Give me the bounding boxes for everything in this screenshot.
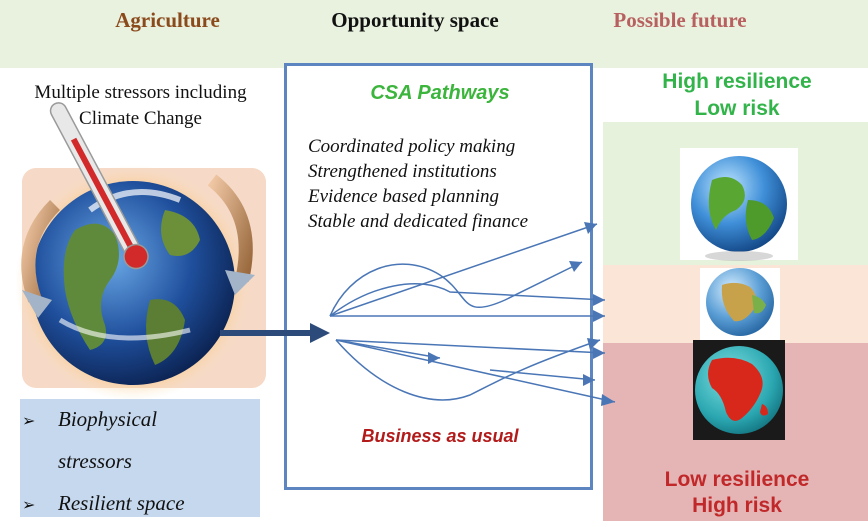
future-globes xyxy=(680,148,798,440)
future-top-line2: Low risk xyxy=(694,97,780,120)
globe-landmass xyxy=(708,357,763,421)
earth-landmass xyxy=(146,299,185,365)
future-bottom-line1: Low resilience xyxy=(664,468,810,491)
circular-arrow-right-icon xyxy=(207,174,253,282)
pathway-arrowhead-icon xyxy=(593,347,605,359)
globe-shadow xyxy=(705,251,773,261)
stressors-item1-text-cont: stressors xyxy=(58,449,132,473)
pathway-line xyxy=(335,339,601,401)
pathway-arrowhead-icon xyxy=(587,338,600,350)
stressors-list-item-1-cont: stressors xyxy=(22,440,262,482)
stressors-item1-text: Biophysical xyxy=(58,407,158,431)
csa-pathways-title: CSA Pathways xyxy=(370,82,510,104)
csa-pathways-list: Coordinated policy making Strengthened i… xyxy=(308,134,598,234)
stressors-list-item-1: ➢ Biophysical xyxy=(22,398,262,440)
globe-landmass xyxy=(708,176,745,230)
stressors-item2-text: Resilient space xyxy=(58,491,185,515)
future-top-line1: High resilience xyxy=(662,70,812,93)
pathway-arrowhead-icon xyxy=(428,352,440,364)
stressors-caption-line2: Climate Change xyxy=(79,108,202,129)
circular-arrow-left-icon xyxy=(21,200,61,303)
pathway-arrowhead-icon xyxy=(601,394,615,406)
pathway-arrowhead-icon xyxy=(593,310,605,322)
pathway-arrowhead-icon xyxy=(584,222,597,234)
globe-landmass xyxy=(752,295,766,314)
input-arrow-head-icon xyxy=(310,323,330,343)
earth-clouds xyxy=(58,317,191,341)
earth-landmass xyxy=(161,210,200,256)
earth-globe-icon xyxy=(31,181,235,385)
earth-landmass xyxy=(63,223,119,350)
earth-with-thermometer-image xyxy=(15,102,266,401)
arrow-bullet-icon: ➢ xyxy=(22,497,36,514)
stressors-caption-line1: Multiple stressors including xyxy=(34,82,247,103)
pathway-line xyxy=(329,261,583,317)
csa-pathway-item: Stable and dedicated finance xyxy=(308,211,529,232)
stressors-caption: Multiple stressors including Climate Cha… xyxy=(8,80,273,132)
earth-clouds xyxy=(88,189,182,213)
circular-arrow-right-head-icon xyxy=(225,270,255,295)
input-arrow xyxy=(220,323,330,343)
header-opportunity-space: Opportunity space xyxy=(331,8,499,32)
pathway-arrowheads xyxy=(428,222,615,406)
stressors-list-box xyxy=(20,399,260,517)
globe-landmass xyxy=(745,200,774,240)
pathway-line xyxy=(489,369,596,381)
csa-pathway-item: Evidence based planning xyxy=(308,186,500,207)
stressors-list-item-2: ➢ Resilient space xyxy=(22,482,262,524)
future-low-resilience-label: Low resilience High risk xyxy=(612,467,862,519)
pathway-arrowhead-icon xyxy=(569,261,582,272)
pathway-line xyxy=(335,339,606,354)
pathway-line xyxy=(329,283,606,317)
csa-pathway-item: Coordinated policy making xyxy=(308,136,516,157)
pathway-line xyxy=(335,339,441,359)
header-agriculture: Agriculture xyxy=(115,8,220,32)
header-possible-future: Possible future xyxy=(613,8,747,32)
opportunity-space-box xyxy=(284,63,593,490)
globe-landmass xyxy=(721,282,757,322)
pathway-line xyxy=(335,339,616,403)
pathway-arrowhead-icon xyxy=(583,374,595,386)
stressors-list: ➢ Biophysical stressors ➢ Resilient space xyxy=(22,398,262,524)
future-bottom-line2: High risk xyxy=(692,494,782,517)
circular-arrow-left-head-icon xyxy=(22,290,52,318)
pathway-line xyxy=(329,223,598,317)
globe-landmass xyxy=(760,404,768,416)
header-band xyxy=(0,0,868,68)
pathway-lines xyxy=(329,223,616,403)
thermometer-icon xyxy=(49,102,149,270)
csa-pathway-item: Strengthened institutions xyxy=(308,161,497,182)
future-high-resilience-label: High resilience Low risk xyxy=(612,68,862,122)
pathway-arrowhead-icon xyxy=(593,294,605,306)
arrow-bullet-icon: ➢ xyxy=(22,413,36,430)
business-as-usual-label: Business as usual xyxy=(361,426,519,446)
